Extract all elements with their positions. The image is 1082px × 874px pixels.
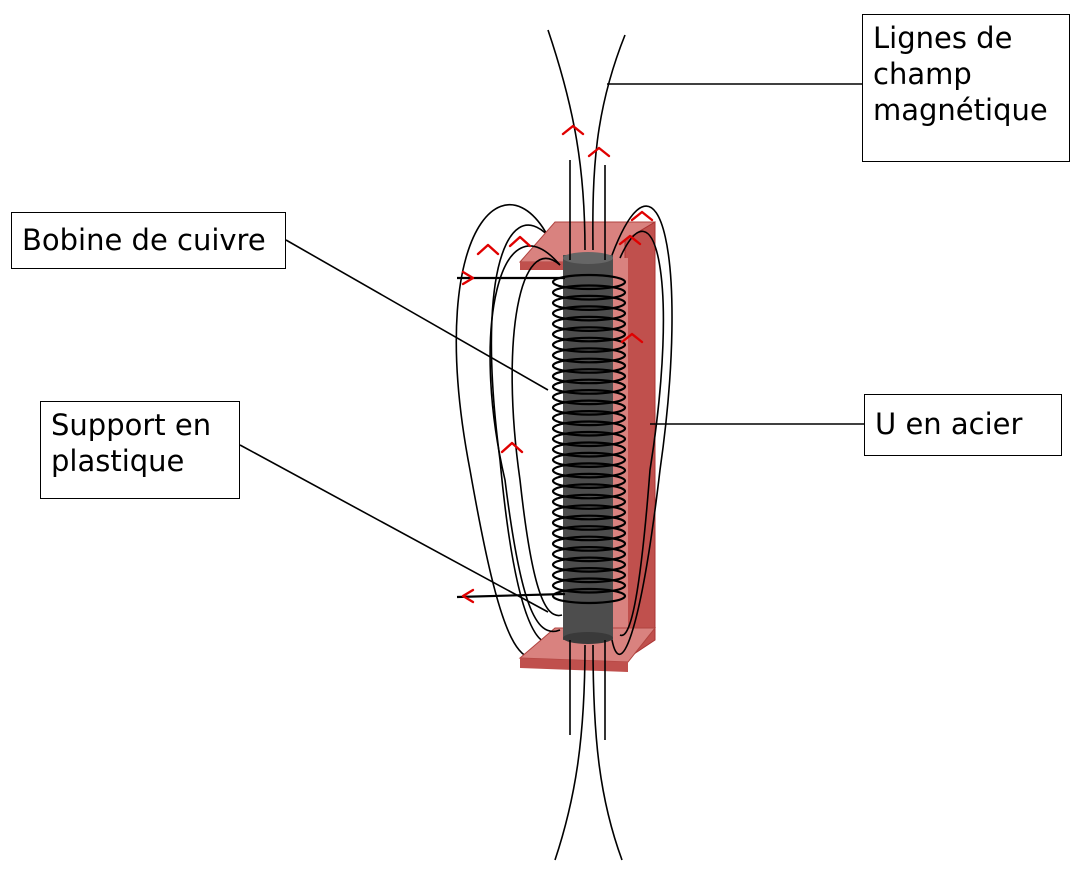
coil-leads <box>456 276 566 599</box>
plastic-core-bottom <box>563 632 613 644</box>
leader-support <box>239 444 549 613</box>
coil-winding <box>551 305 627 322</box>
field-lines <box>489 29 673 861</box>
coil-winding <box>551 273 627 291</box>
coil-winding <box>551 525 627 542</box>
coil-winding <box>551 284 627 301</box>
coil-lead-bottom <box>456 592 566 599</box>
label-field-lines: Lignes de champ magnétique <box>862 14 1070 162</box>
field-direction-arrows <box>461 124 654 604</box>
coil-winding <box>551 389 627 406</box>
coil-winding <box>551 315 627 332</box>
coil-winding <box>551 357 627 374</box>
coil-winding <box>551 514 627 531</box>
field-line-axial <box>547 29 586 251</box>
coil-winding <box>551 493 627 510</box>
leader-lines <box>239 83 864 613</box>
coil-winding <box>551 430 627 448</box>
copper-coil <box>551 273 627 605</box>
plastic-core-top <box>563 252 613 264</box>
coil-winding <box>551 566 627 584</box>
field-loop <box>455 204 561 660</box>
coil-winding <box>551 535 627 552</box>
leader-coil <box>285 239 549 391</box>
arrow-icon <box>461 588 475 604</box>
arrow-icon <box>476 243 500 256</box>
coil-winding <box>551 577 627 594</box>
label-steel-u: U en acier <box>864 394 1062 456</box>
coil-winding <box>551 587 627 605</box>
coil-winding <box>551 483 627 500</box>
label-copper-coil: Bobine de cuivre <box>11 212 286 269</box>
steel-u-back <box>624 221 656 661</box>
arrow-icon <box>630 210 654 222</box>
coil-winding <box>551 336 627 353</box>
coil-winding <box>551 462 627 479</box>
coil-winding <box>551 368 627 385</box>
field-loop <box>619 230 665 637</box>
field-line-axial <box>592 34 626 251</box>
field-loop <box>490 224 566 644</box>
coil-winding <box>551 472 627 489</box>
arrow-icon <box>587 146 611 158</box>
field-loop <box>611 205 673 656</box>
field-line-axial <box>592 644 623 861</box>
coil-winding <box>551 451 627 468</box>
coil-winding <box>551 545 627 563</box>
coil-winding <box>551 410 627 427</box>
arrow-icon <box>620 332 644 344</box>
coil-winding <box>551 504 627 521</box>
field-loop <box>489 245 561 633</box>
coil-winding <box>551 378 627 395</box>
arrow-icon <box>561 124 585 136</box>
arrow-icon <box>461 270 475 286</box>
arrow-icon <box>508 235 532 248</box>
coil-winding <box>551 399 627 416</box>
coil-winding <box>551 294 627 311</box>
field-line-axial <box>554 644 586 861</box>
coil-winding <box>551 420 627 437</box>
coil-winding <box>551 326 627 343</box>
arrow-icon <box>500 441 524 454</box>
coil-winding <box>551 347 627 364</box>
steel-u-bottom-front <box>520 658 628 672</box>
coil-winding <box>551 556 627 573</box>
arrow-icon <box>618 234 642 246</box>
coil-winding <box>551 441 627 458</box>
label-plastic-support: Support en plastique <box>40 401 240 499</box>
